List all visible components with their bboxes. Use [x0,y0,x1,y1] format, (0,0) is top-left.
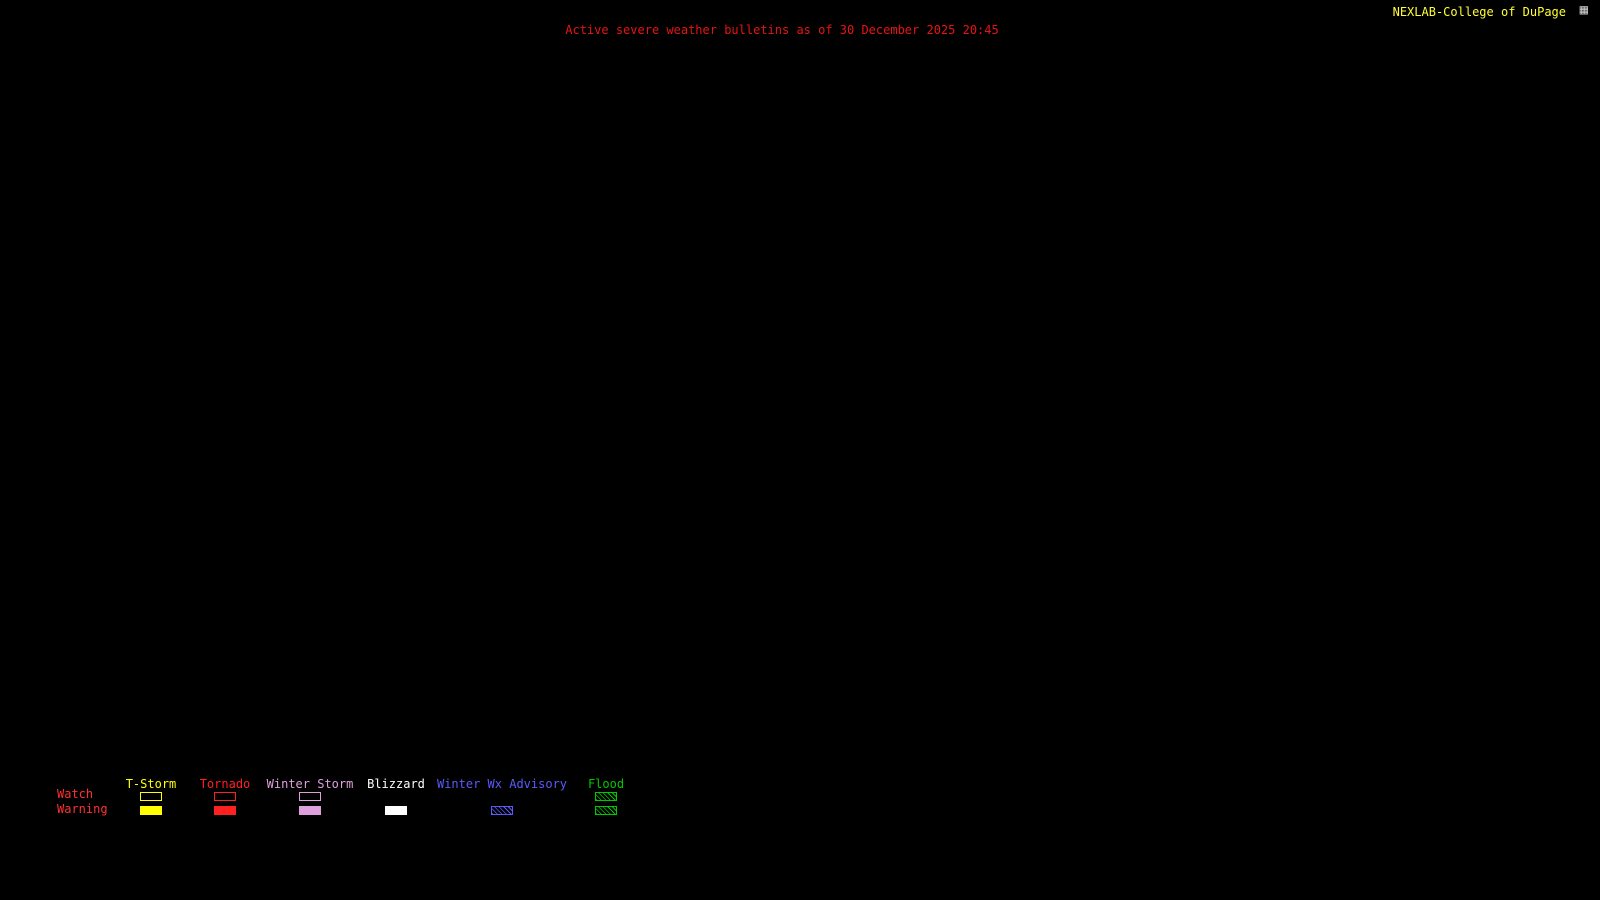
legend-column-tornado: Tornado [150,777,300,819]
tornado-warning-swatch [214,806,236,815]
nexlab-logo-icon: ▦ [1579,2,1588,18]
winter-storm-watch-swatch [299,792,321,801]
legend-column-winter-wx-advisory: Winter Wx Advisory [427,777,577,819]
tornado-watch-swatch [214,792,236,801]
winter-storm-warning-swatch [299,806,321,815]
flood-warning-swatch [595,806,617,815]
flood-watch-swatch [595,792,617,801]
legend-column-blizzard: Blizzard [321,777,471,819]
legend-column-header: Flood [587,777,625,791]
legend-column-winter-storm: Winter Storm [235,777,385,819]
legend-watch-label: Watch [57,787,94,801]
page-title: Active severe weather bulletins as of 30… [565,23,999,37]
legend-column-header: T-Storm [125,777,177,791]
legend-column-header: Winter Storm [266,777,354,791]
blizzard-warning-swatch [385,806,407,815]
legend-warning-label: Warning [57,802,108,816]
winter-wx-warning-swatch [491,806,513,815]
legend-column-flood: Flood [531,777,681,819]
legend-column-header: Blizzard [367,777,425,791]
legend-column-tstorm: T-Storm [76,777,226,819]
map-area [0,45,1600,765]
tstorm-warning-swatch [140,806,162,815]
legend-column-header: Tornado [199,777,251,791]
brand-text: NEXLAB-College of DuPage [1392,5,1566,19]
legend-column-header: Winter Wx Advisory [436,777,568,791]
tstorm-watch-swatch [140,792,162,801]
